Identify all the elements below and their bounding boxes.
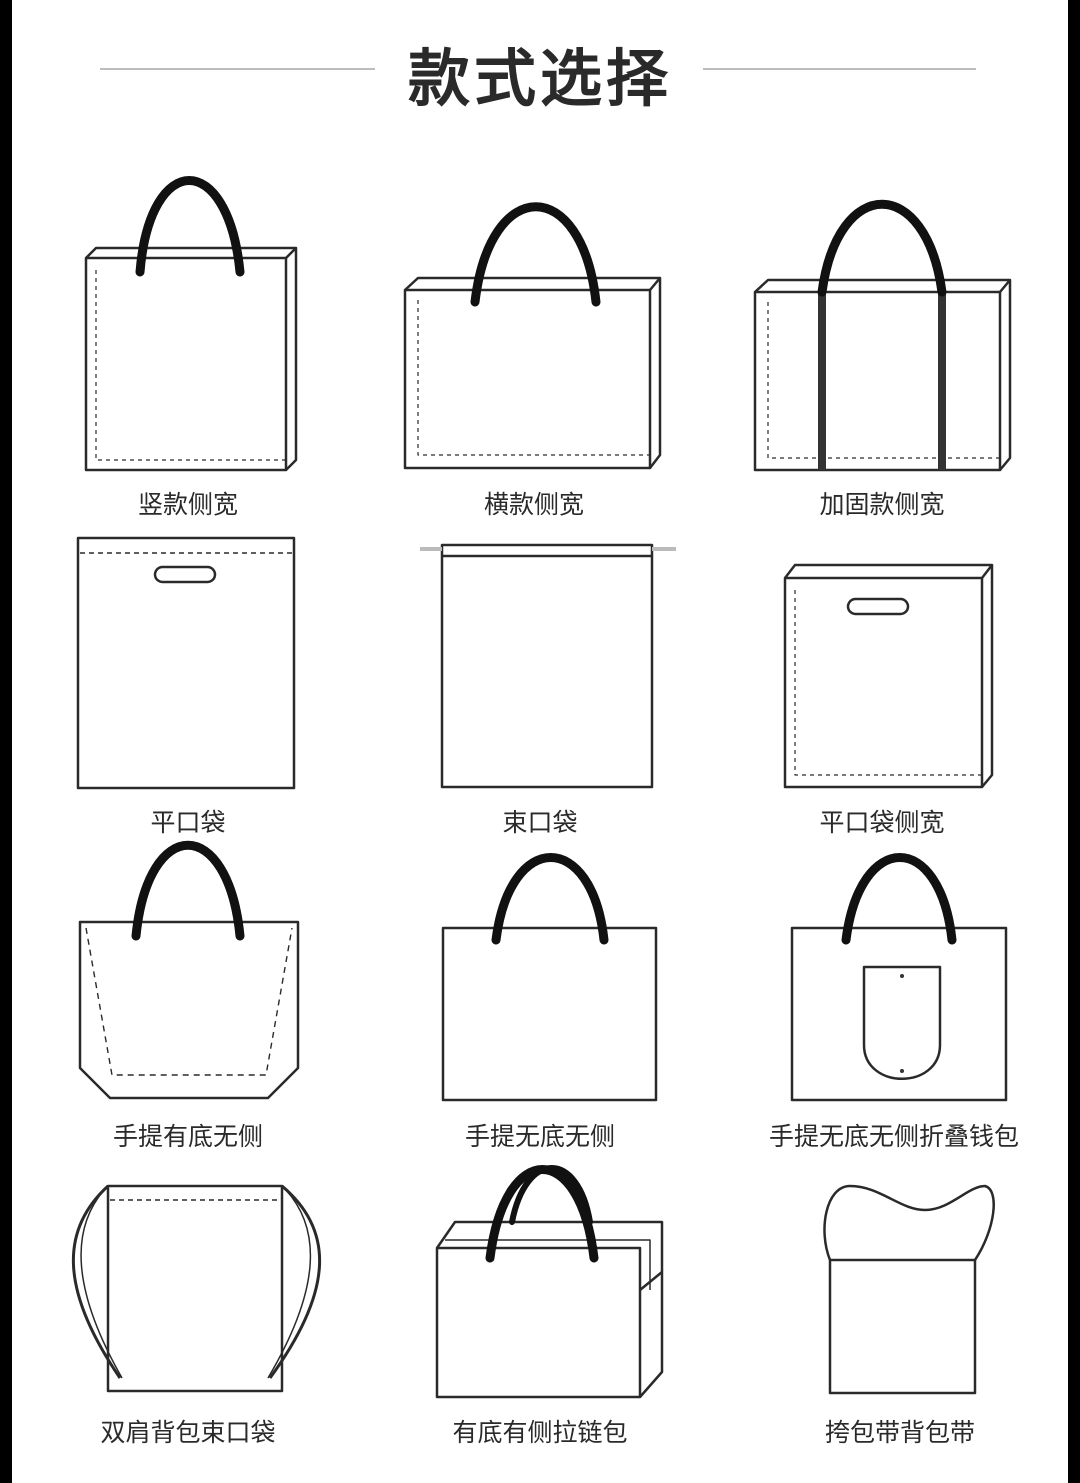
style-label-foldable-pouch: 手提无底无侧折叠钱包 bbox=[768, 1122, 1020, 1151]
title-divider-right bbox=[703, 68, 976, 70]
left-border bbox=[0, 0, 12, 1483]
bag-shoulder-strap-illustration bbox=[823, 1184, 995, 1395]
bag-drawstring-illustration bbox=[420, 543, 676, 789]
bag-flat-gusset-illustration bbox=[783, 563, 994, 789]
style-label-handle-flat: 手提无底无侧 bbox=[464, 1122, 616, 1151]
bag-handle-bottom-illustration bbox=[78, 840, 300, 1100]
style-label-flat-gusset: 平口袋侧宽 bbox=[819, 808, 945, 837]
bag-backpack-drawstring-illustration bbox=[72, 1184, 321, 1393]
bag-flat-die-cut-illustration bbox=[76, 536, 296, 790]
bag-horizontal-gusset-illustration bbox=[403, 202, 662, 470]
style-label-drawstring-bag: 束口袋 bbox=[502, 808, 578, 837]
bag-zipper-gusset-illustration bbox=[435, 1165, 664, 1399]
style-label-vertical-gusset: 竖款侧宽 bbox=[137, 490, 239, 519]
style-label-reinforced-gusset: 加固款侧宽 bbox=[819, 490, 945, 519]
bag-handle-flat-illustration bbox=[441, 853, 658, 1102]
style-label-horizontal-gusset: 横款侧宽 bbox=[483, 490, 585, 519]
bag-reinforced-gusset-illustration bbox=[753, 199, 1012, 472]
title-divider-left bbox=[100, 68, 375, 70]
right-border bbox=[1068, 0, 1080, 1483]
style-label-handle-bottom: 手提有底无侧 bbox=[112, 1122, 264, 1151]
style-label-backpack-drawstring: 双肩背包束口袋 bbox=[100, 1418, 276, 1447]
style-label-flat-bag: 平口袋 bbox=[150, 808, 226, 837]
style-label-shoulder-strap: 挎包带背包带 bbox=[824, 1418, 976, 1447]
bag-foldable-pouch-illustration bbox=[790, 853, 1008, 1102]
page-title: 款式选择 bbox=[407, 42, 672, 115]
bag-vertical-gusset-illustration bbox=[84, 176, 298, 472]
style-label-zipper-bag: 有底有侧拉链包 bbox=[452, 1418, 628, 1447]
